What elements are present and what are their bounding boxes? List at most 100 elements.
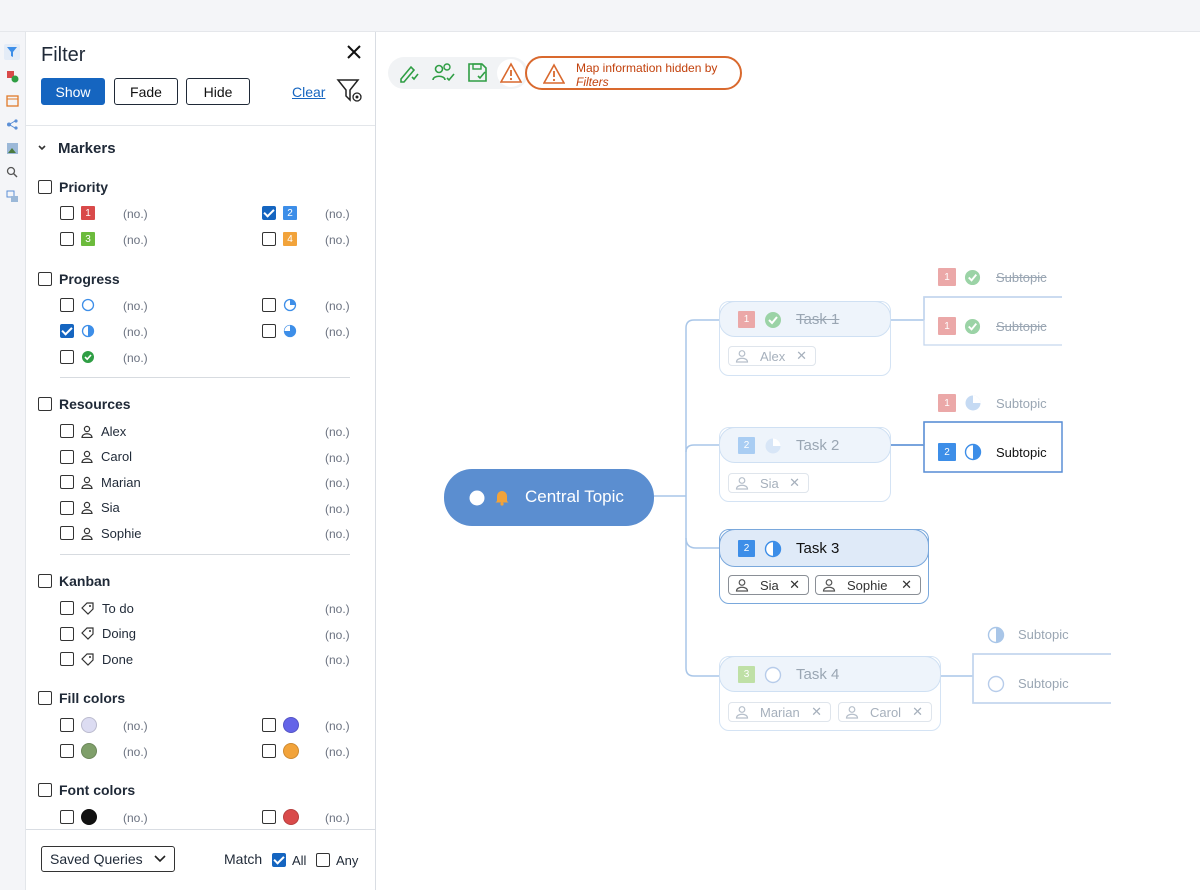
fill-color-checkbox[interactable] — [60, 718, 74, 732]
kanban-item[interactable]: Done — [60, 648, 133, 670]
priority-item-2[interactable]: 2 — [262, 202, 297, 224]
progress-group[interactable]: Progress — [38, 268, 120, 290]
subtopic-label[interactable]: Subtopic — [996, 445, 1047, 460]
resource-item[interactable]: Sophie — [60, 522, 141, 544]
filter-settings-icon[interactable] — [336, 76, 366, 106]
filters-warning-banner[interactable]: Map information hidden by Filters — [525, 56, 742, 90]
people-check-icon[interactable] — [431, 61, 457, 85]
font-color-item[interactable] — [262, 806, 299, 828]
fill-colors-checkbox[interactable] — [38, 691, 52, 705]
search-icon[interactable] — [4, 164, 20, 180]
fill-color-item[interactable] — [262, 714, 299, 736]
fill-color-item[interactable] — [262, 740, 299, 762]
font-color-checkbox[interactable] — [60, 810, 74, 824]
subtopic-label[interactable]: Subtopic — [996, 319, 1047, 334]
markers-section-toggle[interactable]: Markers — [37, 137, 116, 159]
resource-checkbox[interactable] — [60, 526, 74, 540]
font-colors-checkbox[interactable] — [38, 783, 52, 797]
priority-3-checkbox[interactable] — [60, 232, 74, 246]
resource-checkbox[interactable] — [60, 449, 74, 464]
resource-chip[interactable]: Sia ✕ — [728, 473, 809, 493]
markers-icon[interactable] — [4, 68, 20, 84]
progress-three-quarter-checkbox[interactable] — [262, 324, 276, 338]
subtopic-label[interactable]: Subtopic — [1018, 627, 1069, 642]
progress-empty-checkbox[interactable] — [60, 298, 74, 312]
kanban-item[interactable]: Doing — [60, 623, 136, 645]
resource-checkbox[interactable] — [60, 424, 74, 438]
hide-button[interactable]: Hide — [186, 78, 250, 105]
resource-checkbox[interactable] — [60, 500, 74, 515]
progress-item-done[interactable] — [60, 346, 95, 368]
task-4-node[interactable]: 3 Task 4 — [719, 656, 941, 692]
show-button[interactable]: Show — [41, 78, 105, 105]
remove-icon[interactable]: ✕ — [796, 348, 807, 363]
clear-link[interactable]: Clear — [292, 84, 326, 100]
priority-group[interactable]: Priority — [38, 176, 108, 198]
match-all-checkbox[interactable] — [272, 853, 286, 867]
progress-item-empty[interactable] — [60, 294, 95, 316]
font-color-checkbox[interactable] — [262, 810, 276, 824]
priority-checkbox[interactable] — [38, 180, 52, 194]
kanban-checkbox[interactable] — [60, 601, 74, 615]
kanban-checkbox[interactable] — [60, 626, 74, 641]
fill-color-item[interactable] — [60, 740, 97, 762]
close-icon[interactable] — [344, 42, 364, 62]
resource-item[interactable]: Carol — [60, 446, 132, 468]
save-check-icon[interactable] — [466, 61, 490, 85]
match-all-option[interactable]: All — [272, 849, 306, 871]
overview-icon[interactable] — [4, 188, 20, 204]
resource-chip[interactable]: Marian ✕ — [728, 702, 831, 722]
progress-item-half[interactable] — [60, 320, 95, 342]
resource-item[interactable]: Sia — [60, 497, 120, 519]
remove-icon[interactable]: ✕ — [789, 577, 800, 592]
progress-done-checkbox[interactable] — [60, 350, 74, 364]
calendar-icon[interactable] — [4, 92, 20, 108]
saved-queries-dropdown[interactable]: Saved Queries — [41, 846, 175, 872]
resource-checkbox[interactable] — [60, 475, 74, 489]
progress-item-three-quarter[interactable] — [262, 320, 297, 342]
remove-icon[interactable]: ✕ — [901, 577, 912, 592]
resource-chip[interactable]: Sia ✕ — [728, 575, 809, 595]
fill-color-checkbox[interactable] — [60, 743, 74, 758]
priority-item-3[interactable]: 3 — [60, 228, 95, 250]
progress-item-quarter[interactable] — [262, 294, 297, 316]
fill-color-item[interactable] — [60, 714, 97, 736]
priority-4-checkbox[interactable] — [262, 232, 276, 246]
task-3-node[interactable]: 2 Task 3 — [719, 529, 929, 567]
priority-1-checkbox[interactable] — [60, 206, 74, 220]
progress-half-checkbox[interactable] — [60, 324, 74, 338]
font-colors-group[interactable]: Font colors — [38, 779, 135, 801]
map-canvas[interactable]: Map information hidden by Filters — [376, 32, 1200, 890]
priority-item-1[interactable]: 1 — [60, 202, 95, 224]
resource-chip[interactable]: Alex ✕ — [728, 346, 816, 366]
resource-item[interactable]: Alex — [60, 420, 126, 442]
match-any-checkbox[interactable] — [316, 853, 330, 867]
remove-icon[interactable]: ✕ — [912, 704, 923, 719]
kanban-item[interactable]: To do — [60, 597, 134, 619]
edit-check-icon[interactable] — [397, 61, 421, 85]
task-1-node[interactable]: 1 Task 1 — [719, 301, 891, 337]
warning-toggle[interactable] — [497, 59, 525, 87]
kanban-checkbox[interactable] — [38, 574, 52, 588]
remove-icon[interactable]: ✕ — [811, 704, 822, 719]
resource-chip[interactable]: Carol ✕ — [838, 702, 932, 722]
priority-2-checkbox[interactable] — [262, 206, 276, 220]
fill-color-checkbox[interactable] — [262, 743, 276, 758]
match-any-option[interactable]: Any — [316, 849, 358, 871]
progress-checkbox[interactable] — [38, 272, 52, 286]
fade-button[interactable]: Fade — [114, 78, 178, 105]
resource-item[interactable]: Marian — [60, 471, 141, 493]
structure-icon[interactable] — [4, 116, 20, 132]
progress-quarter-checkbox[interactable] — [262, 298, 276, 312]
priority-item-4[interactable]: 4 — [262, 228, 297, 250]
kanban-checkbox[interactable] — [60, 652, 74, 666]
central-topic[interactable]: Central Topic — [444, 469, 654, 526]
subtopic-label[interactable]: Subtopic — [996, 396, 1047, 411]
resources-checkbox[interactable] — [38, 397, 52, 411]
image-icon[interactable] — [4, 140, 20, 156]
fill-color-checkbox[interactable] — [262, 718, 276, 732]
kanban-group[interactable]: Kanban — [38, 570, 110, 592]
font-color-item[interactable] — [60, 806, 97, 828]
subtopic-label[interactable]: Subtopic — [1018, 676, 1069, 691]
filter-icon[interactable] — [4, 44, 20, 60]
